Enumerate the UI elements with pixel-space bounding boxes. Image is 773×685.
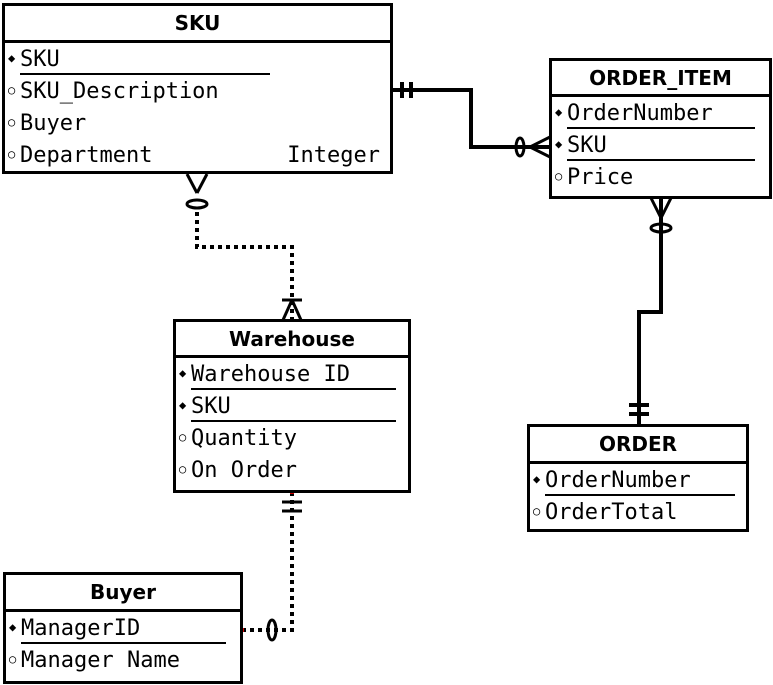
primary-key-name: OrderNumber <box>567 101 755 129</box>
attribute-row[interactable]: ○ Manager Name <box>6 646 240 678</box>
key-diamond-icon: ◆ <box>179 398 187 412</box>
attribute-circle-icon: ○ <box>8 115 16 129</box>
attribute-circle-icon: ○ <box>179 462 187 476</box>
attribute-row[interactable]: ○ Buyer <box>5 109 390 141</box>
relationship-order-item-order <box>629 197 673 425</box>
attribute-name: SKU_Description <box>20 79 219 104</box>
primary-key-name: Warehouse ID <box>191 362 396 390</box>
attribute-name: Buyer <box>20 111 87 136</box>
entity-title: Buyer <box>6 575 240 612</box>
key-diamond-icon: ◆ <box>179 366 187 380</box>
entity-buyer[interactable]: Buyer ◆ ManagerID ○ Manager Name <box>3 572 243 684</box>
attribute-name: Manager Name <box>21 648 180 673</box>
attribute-row[interactable]: ◆ SKU <box>5 45 390 77</box>
attribute-row[interactable]: ○ Price <box>552 163 769 195</box>
attribute-row[interactable]: ○ Department Integer <box>5 141 390 173</box>
attribute-name: Price <box>567 165 634 190</box>
attribute-circle-icon: ○ <box>555 169 563 183</box>
entity-order-item[interactable]: ORDER_ITEM ◆ OrderNumber ◆ SKU ○ Price <box>549 58 772 199</box>
attribute-row[interactable]: ○ Quantity <box>176 424 408 456</box>
attribute-circle-icon: ○ <box>9 652 17 666</box>
entity-title: Warehouse <box>176 322 408 358</box>
attribute-list: ◆ ManagerID ○ Manager Name <box>6 612 240 678</box>
relationship-sku-warehouse <box>185 173 303 321</box>
relationship-sku-order-item <box>392 82 551 159</box>
attribute-circle-icon: ○ <box>8 147 16 161</box>
attribute-row[interactable]: ◆ ManagerID <box>6 614 240 646</box>
key-diamond-icon: ◆ <box>533 472 541 486</box>
key-diamond-icon: ◆ <box>555 137 563 151</box>
entity-order[interactable]: ORDER ◆ OrderNumber ○ OrderTotal <box>527 424 749 532</box>
primary-key-name: SKU <box>191 394 396 422</box>
primary-key-name: SKU <box>567 133 755 161</box>
attribute-name: On Order <box>191 458 297 483</box>
key-diamond-icon: ◆ <box>9 620 17 634</box>
attribute-list: ◆ OrderNumber ○ OrderTotal <box>530 464 746 530</box>
attribute-list: ◆ Warehouse ID ◆ SKU ○ Quantity ○ On Order <box>176 358 408 488</box>
primary-key-name: SKU <box>20 47 270 75</box>
attribute-circle-icon: ○ <box>179 430 187 444</box>
entity-title: SKU <box>5 6 390 43</box>
primary-key-name: OrderNumber <box>545 468 735 496</box>
entity-title: ORDER <box>530 427 746 464</box>
attribute-name: OrderTotal <box>545 500 678 525</box>
attribute-circle-icon: ○ <box>533 504 541 518</box>
attribute-circle-icon: ○ <box>8 83 16 97</box>
attribute-name: Quantity <box>191 426 297 451</box>
attribute-row[interactable]: ◆ Warehouse ID <box>176 360 408 392</box>
entity-sku[interactable]: SKU ◆ SKU ○ SKU_Description ○ Buyer ○ Departmen… <box>2 3 393 174</box>
key-diamond-icon: ◆ <box>555 105 563 119</box>
key-diamond-icon: ◆ <box>8 51 16 65</box>
attribute-row[interactable]: ◆ OrderNumber <box>552 99 769 131</box>
attribute-row[interactable]: ○ SKU_Description <box>5 77 390 109</box>
entity-warehouse[interactable]: Warehouse ◆ Warehouse ID ◆ SKU ○ Quantity ○ On … <box>173 319 411 493</box>
primary-key-name: ManagerID <box>21 616 226 644</box>
attribute-row[interactable]: ◆ OrderNumber <box>530 466 746 498</box>
entity-title: ORDER_ITEM <box>552 61 769 97</box>
attribute-row[interactable]: ○ On Order <box>176 456 408 488</box>
attribute-name: Department <box>20 143 153 168</box>
attribute-list: ◆ OrderNumber ◆ SKU ○ Price <box>552 97 769 195</box>
attribute-row[interactable]: ◆ SKU <box>552 131 769 163</box>
attribute-row[interactable]: ◆ SKU <box>176 392 408 424</box>
relationship-warehouse-buyer <box>240 490 302 642</box>
attribute-list: ◆ SKU ○ SKU_Description ○ Buyer ○ Department Int… <box>5 43 390 173</box>
attribute-row[interactable]: ○ OrderTotal <box>530 498 746 530</box>
attribute-type: Integer <box>287 143 380 168</box>
